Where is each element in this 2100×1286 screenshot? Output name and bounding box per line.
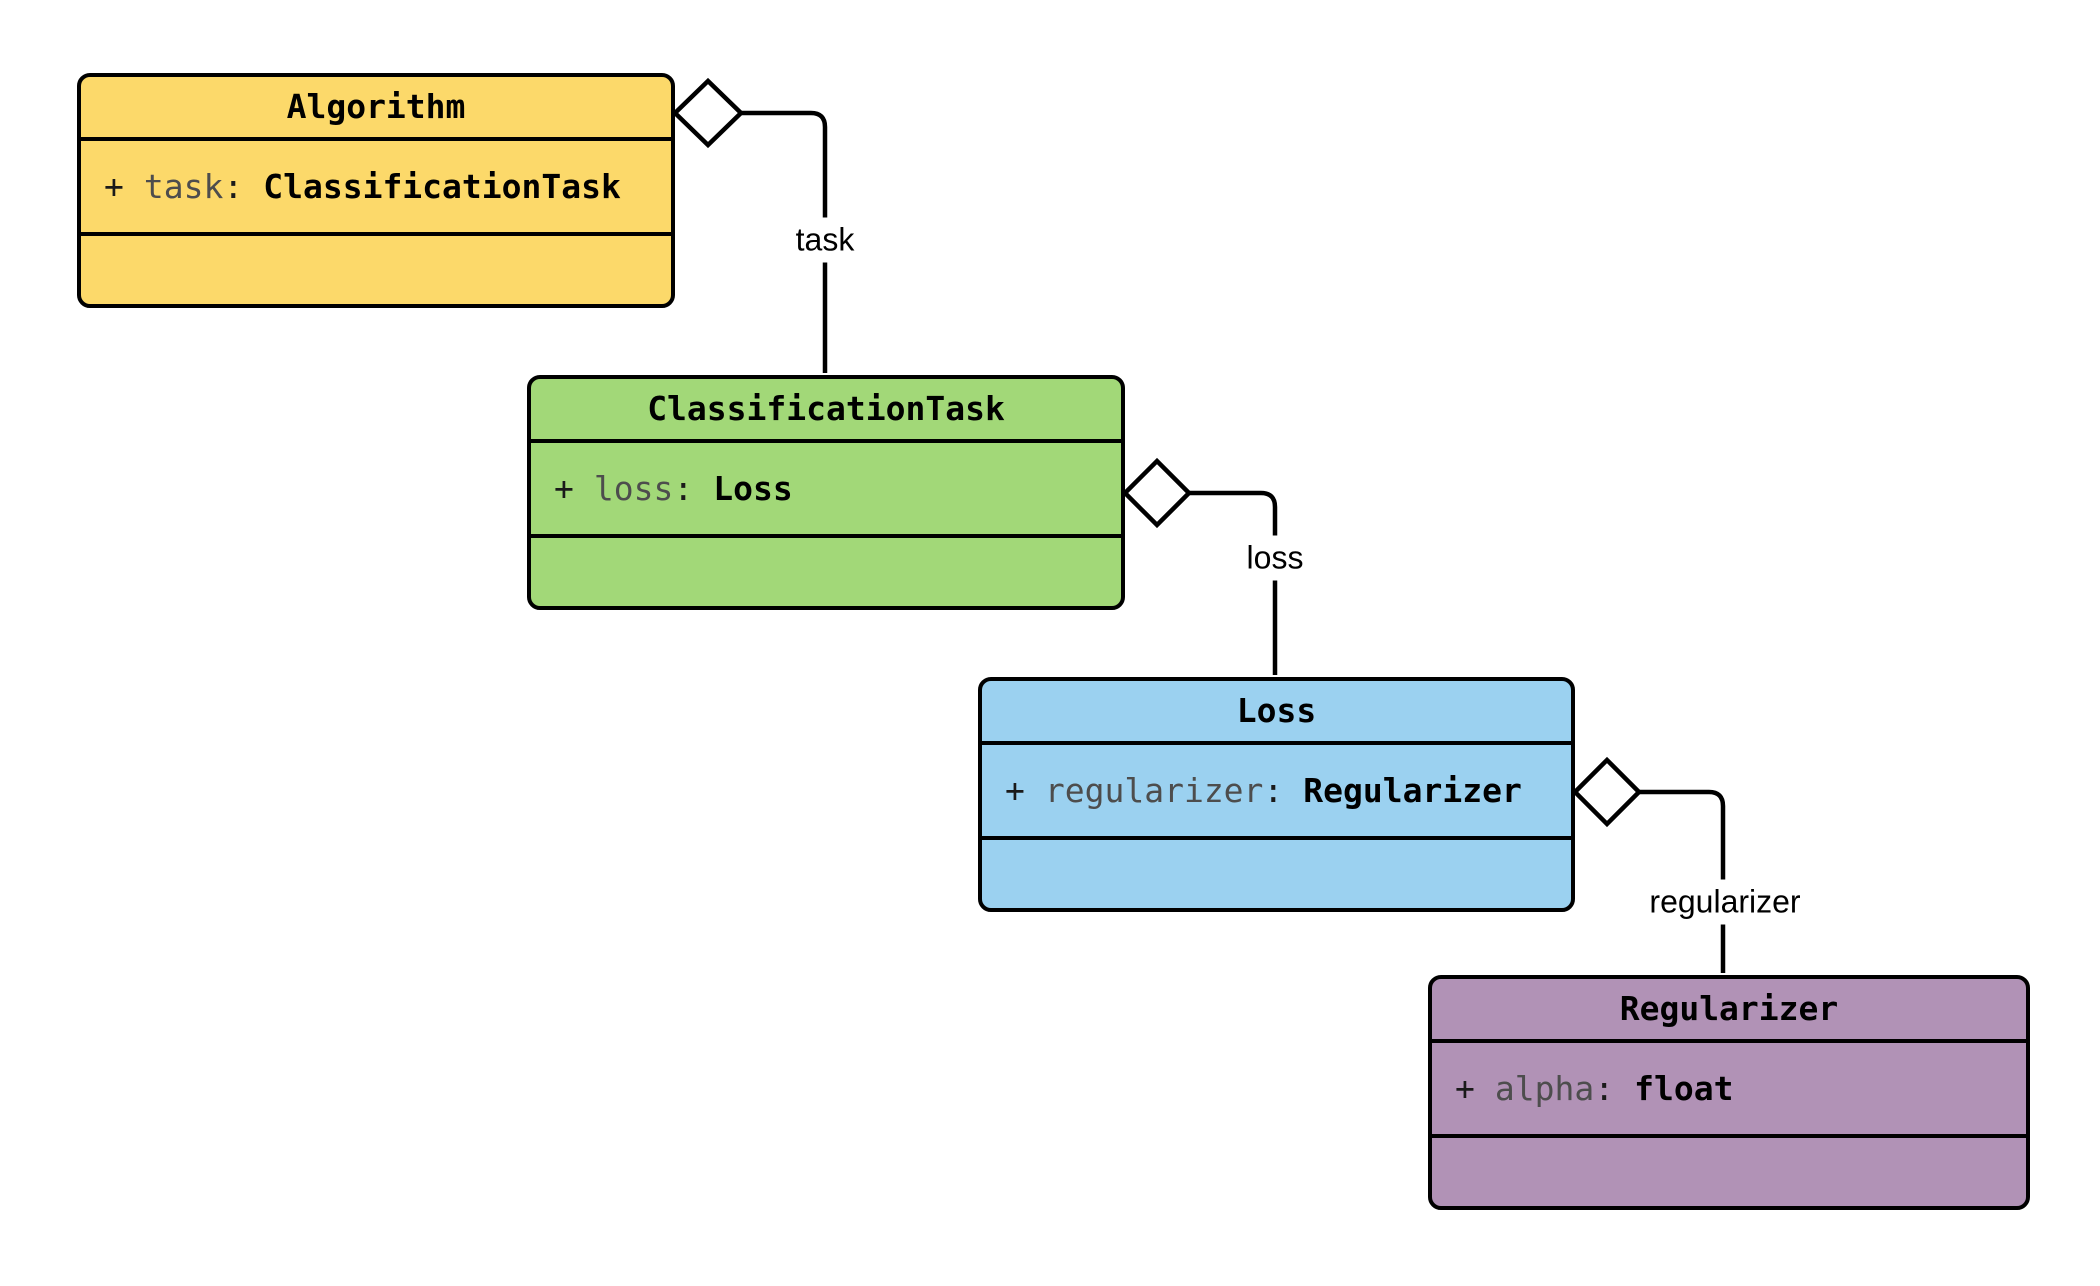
class-title: Loss xyxy=(982,681,1571,745)
aggregation-diamond-regularizer xyxy=(1571,756,1643,828)
class-title: Regularizer xyxy=(1432,979,2026,1043)
attr-name: loss xyxy=(593,469,674,508)
attr-type: float xyxy=(1634,1069,1734,1108)
attr-separator: : xyxy=(1594,1069,1615,1108)
class-methods-row-empty xyxy=(81,236,671,304)
attr-separator: : xyxy=(1263,771,1284,810)
class-methods-row-empty xyxy=(531,538,1121,606)
class-box-regularizer: Regularizer + alpha: float xyxy=(1428,975,2030,1210)
class-attribute-row: + task: ClassificationTask xyxy=(81,141,671,236)
class-attribute-row: + loss: Loss xyxy=(531,443,1121,538)
attr-type: Loss xyxy=(713,469,793,508)
class-title: Algorithm xyxy=(81,77,671,141)
class-attribute-row: + regularizer: Regularizer xyxy=(982,745,1571,840)
attr-separator: : xyxy=(223,167,244,206)
relation-label-loss: loss xyxy=(1237,535,1313,581)
attr-name: alpha xyxy=(1494,1069,1595,1108)
class-methods-row-empty xyxy=(982,840,1571,908)
attr-type: ClassificationTask xyxy=(263,167,621,206)
class-title: ClassificationTask xyxy=(531,379,1121,443)
class-box-classificationtask: ClassificationTask + loss: Loss xyxy=(527,375,1125,610)
relation-label-regularizer: regularizer xyxy=(1640,879,1810,925)
attr-visibility: + xyxy=(104,167,124,206)
connector-loss-line xyxy=(1188,490,1278,675)
attr-separator: : xyxy=(673,469,694,508)
class-attribute-row: + alpha: float xyxy=(1432,1043,2026,1138)
attr-visibility: + xyxy=(554,469,574,508)
aggregation-diamond-task xyxy=(671,77,745,149)
relation-label-task: task xyxy=(786,217,864,263)
attr-visibility: + xyxy=(1455,1069,1475,1108)
attr-name: task xyxy=(143,167,224,206)
attr-name: regularizer xyxy=(1044,771,1264,810)
class-box-loss: Loss + regularizer: Regularizer xyxy=(978,677,1575,912)
attr-visibility: + xyxy=(1005,771,1025,810)
class-methods-row-empty xyxy=(1432,1138,2026,1206)
attr-type: Regularizer xyxy=(1303,771,1522,810)
class-box-algorithm: Algorithm + task: ClassificationTask xyxy=(77,73,675,308)
aggregation-diamond-loss xyxy=(1121,457,1193,529)
